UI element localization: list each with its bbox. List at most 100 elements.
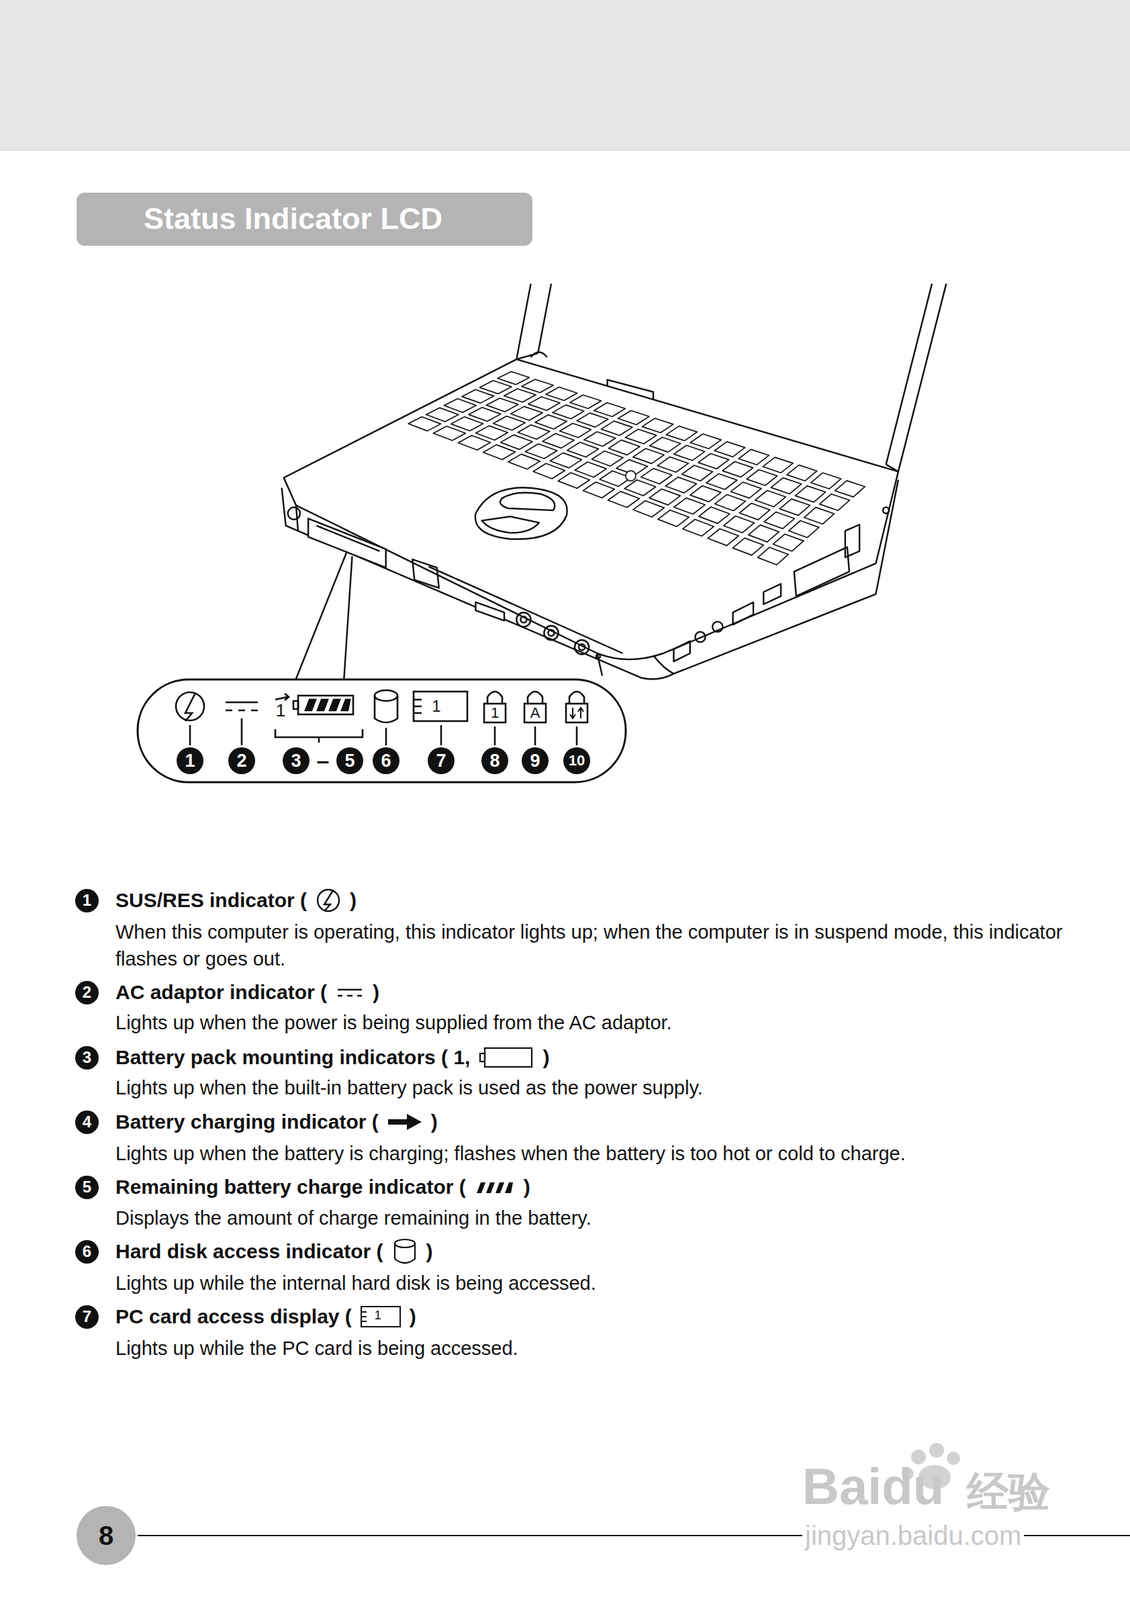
key bbox=[723, 516, 755, 534]
item-paren: ) bbox=[542, 1046, 550, 1069]
key bbox=[649, 437, 681, 452]
key bbox=[758, 547, 789, 565]
item-number: 7 bbox=[75, 1305, 99, 1329]
key bbox=[786, 465, 818, 482]
list-item-heading: 5Remaining battery charge indicator () bbox=[75, 1171, 531, 1203]
pointing-stick bbox=[625, 470, 636, 481]
key bbox=[451, 416, 484, 432]
watermark: 经验 bbox=[966, 1463, 1051, 1521]
item-title: Hard disk access indicator ( bbox=[115, 1240, 384, 1263]
indicator-icon-svg bbox=[335, 982, 365, 1003]
key bbox=[714, 441, 745, 458]
item-paren: ) bbox=[409, 1305, 417, 1329]
indicator-icon bbox=[391, 1237, 419, 1266]
key bbox=[557, 472, 590, 489]
callout-number: 6 bbox=[372, 747, 400, 775]
key bbox=[762, 457, 793, 473]
indicator-icon-svg bbox=[314, 886, 342, 914]
item-description: Lights up while the internal hard disk i… bbox=[115, 1269, 1083, 1297]
item-number: 2 bbox=[75, 980, 99, 1005]
key bbox=[582, 482, 615, 498]
key bbox=[559, 422, 592, 438]
key bbox=[748, 525, 779, 542]
icon-text: 1 bbox=[431, 696, 441, 716]
key bbox=[535, 414, 567, 430]
item-description: Lights up when the power is being suppli… bbox=[115, 1009, 1083, 1037]
key bbox=[715, 494, 746, 511]
callout-number: 5 bbox=[336, 747, 364, 775]
key bbox=[567, 442, 599, 458]
indicator-icon-svg bbox=[478, 1046, 535, 1069]
key bbox=[504, 388, 536, 403]
key bbox=[755, 490, 786, 507]
key bbox=[706, 474, 738, 490]
key bbox=[408, 416, 441, 432]
indicator-icon bbox=[386, 1111, 423, 1133]
key bbox=[480, 380, 512, 395]
item-description: When this computer is operating, this in… bbox=[115, 918, 1083, 973]
callout-number: 1 bbox=[176, 747, 204, 775]
key bbox=[457, 435, 491, 451]
indicator-icon bbox=[335, 982, 365, 1003]
key bbox=[576, 412, 609, 428]
key bbox=[483, 444, 516, 460]
item-number: 4 bbox=[75, 1110, 99, 1135]
list-item-heading: 1SUS/RES indicator () bbox=[75, 884, 357, 916]
key bbox=[493, 416, 526, 431]
key bbox=[525, 443, 557, 459]
range-dash: – bbox=[316, 747, 330, 774]
item-title: Remaining battery charge indicator ( bbox=[115, 1175, 466, 1199]
callout-number: 9 bbox=[521, 747, 549, 775]
key bbox=[722, 461, 753, 477]
key bbox=[674, 445, 705, 461]
item-description: Lights up while the PC card is being acc… bbox=[115, 1334, 1083, 1362]
key bbox=[608, 439, 640, 455]
item-paren: ) bbox=[426, 1240, 434, 1263]
key bbox=[674, 498, 705, 515]
indicator-icon-svg bbox=[391, 1237, 419, 1266]
item-description: Lights up when the battery is charging; … bbox=[115, 1140, 1083, 1167]
list-item-heading: 3Battery pack mounting indicators ( 1,) bbox=[75, 1042, 550, 1073]
key bbox=[510, 406, 543, 421]
watermark-url: jingyan.baidu.com bbox=[802, 1520, 1024, 1551]
page-number: 8 bbox=[98, 1520, 114, 1551]
indicator-icon-svg bbox=[386, 1111, 423, 1133]
key bbox=[819, 494, 851, 511]
key bbox=[764, 512, 795, 530]
key bbox=[528, 396, 560, 411]
key bbox=[649, 488, 681, 505]
indicator-icon-svg bbox=[474, 1178, 516, 1196]
key bbox=[549, 452, 582, 468]
key bbox=[633, 500, 665, 517]
key bbox=[500, 435, 533, 450]
key bbox=[739, 503, 770, 521]
key bbox=[486, 398, 519, 412]
key bbox=[443, 398, 477, 413]
item-number: 6 bbox=[75, 1240, 99, 1264]
item-title: AC adaptor indicator ( bbox=[115, 980, 327, 1004]
key bbox=[794, 486, 826, 503]
key bbox=[633, 448, 665, 464]
key bbox=[746, 469, 777, 486]
key bbox=[682, 519, 714, 537]
key bbox=[624, 480, 656, 497]
key bbox=[574, 461, 607, 478]
icon-text: 1 bbox=[490, 704, 499, 722]
key bbox=[811, 472, 842, 489]
callout-number: 10 bbox=[563, 747, 591, 775]
key bbox=[461, 389, 495, 403]
indicator-icon: 1 bbox=[359, 1305, 402, 1329]
key bbox=[542, 433, 575, 449]
item-paren: ) bbox=[349, 888, 357, 912]
callout-number: 2 bbox=[228, 747, 256, 775]
watermark: Baidu bbox=[802, 1456, 945, 1516]
item-description: Displays the amount of charge remaining … bbox=[115, 1204, 1083, 1232]
top-band bbox=[0, 0, 1130, 152]
key bbox=[476, 425, 509, 440]
heading-title: Status Indicator LCD bbox=[143, 201, 443, 237]
callout-number: 7 bbox=[427, 747, 455, 775]
key bbox=[738, 449, 769, 465]
list-item-heading: 7PC card access display (1) bbox=[75, 1301, 417, 1333]
key bbox=[594, 402, 626, 417]
icon-text: A bbox=[530, 704, 541, 722]
